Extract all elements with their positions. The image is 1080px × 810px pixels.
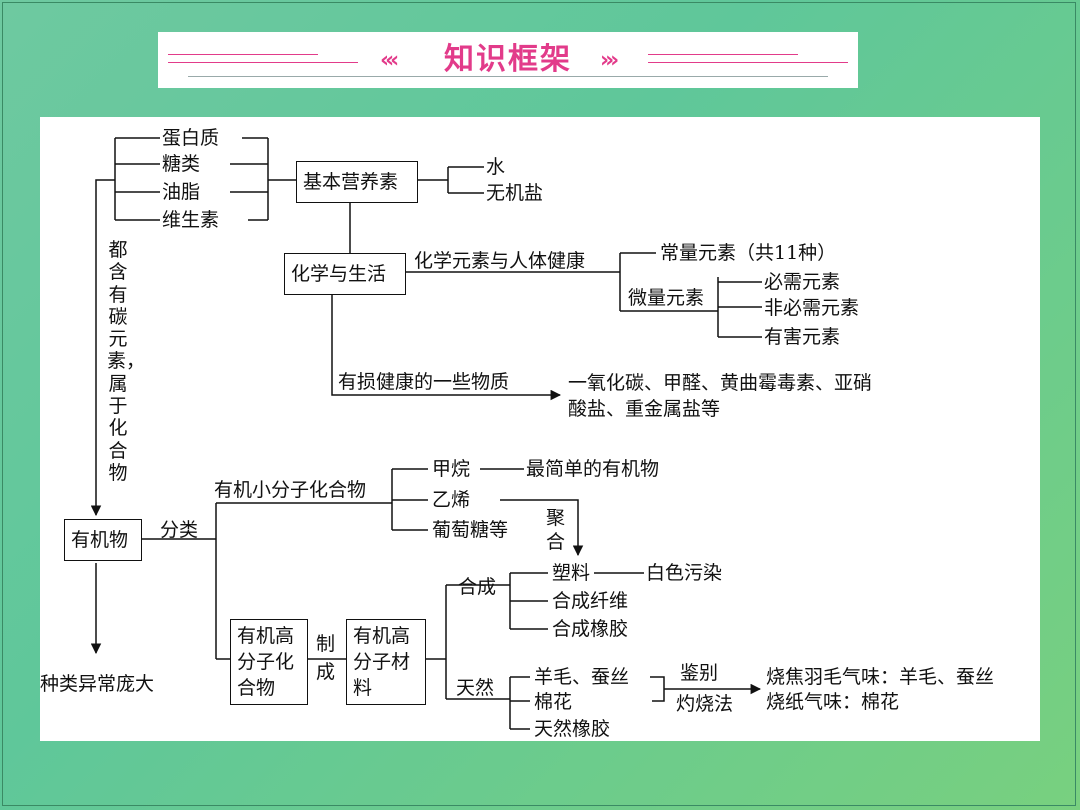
methane: 甲烷 [432,458,471,480]
banner-decor-line [168,62,358,63]
trace-essential: 必需元素 [764,271,841,293]
synthetic-label: 合成 [458,576,497,598]
polymerize-char2: 合 [546,531,566,553]
polymer-material-line2: 分子材 [353,651,411,673]
macro-elements: 常量元素（共11种） [660,242,837,264]
classify-label: 分类 [160,519,199,541]
basic-nutrients-label: 基本营养素 [303,171,399,193]
burn-result-paper: 烧纸气味：棉花 [766,691,900,713]
trace-nonessential: 非必需元素 [764,297,860,319]
harmful-list-line2: 酸盐、重金属盐等 [568,398,721,420]
burn-method-label: 灼烧法 [676,693,734,715]
nutrient-water: 水 [486,156,506,178]
chevrons-right-icon: ››› [600,48,619,73]
nutrient-oil: 油脂 [162,181,201,203]
natural-cotton: 棉花 [534,691,573,713]
make-char1: 制 [316,633,336,655]
banner-decor-line [648,54,798,55]
ethylene: 乙烯 [432,489,471,511]
polymer-material-line3: 料 [353,677,373,699]
connector-lines [90,137,1040,730]
polymer-compound-box: 有机高 分子化 合物 [230,619,308,705]
title-banner: ‹‹‹ 知识框架 ››› [158,32,858,88]
trace-harmful: 有害元素 [764,326,841,348]
burn-result-feather: 烧焦羽毛气味：羊毛、蚕丝 [766,666,995,688]
banner-decor-line [648,62,848,63]
page-title: 知识框架 [444,42,572,77]
elements-health-label: 化学元素与人体健康 [414,250,586,272]
synthetic-rubber: 合成橡胶 [552,618,629,640]
synthetic-fiber: 合成纤维 [552,590,629,612]
organic-label: 有机物 [71,529,129,551]
polymer-material-line1: 有机高 [353,625,411,647]
polymer-material-box: 有机高 分子材 料 [346,619,426,705]
nutrient-sugar: 糖类 [162,153,201,175]
methane-note: 最简单的有机物 [526,458,660,480]
natural-label: 天然 [456,677,495,699]
harmful-substances-label: 有损健康的一些物质 [338,371,510,393]
chem-life-box: 化学与生活 [284,253,406,295]
harmful-list-line1: 一氧化碳、甲醛、黄曲霉毒素、亚硝 [568,372,873,394]
polymer-compound-line3: 合物 [237,677,276,699]
banner-decor-line [168,54,318,55]
organic-box: 有机物 [64,519,142,561]
natural-wool-silk: 羊毛、蚕丝 [534,666,630,688]
polymer-compound-line2: 分子化 [237,651,295,673]
glucose: 葡萄糖等 [432,519,509,541]
nutrient-mineral: 无机盐 [486,182,544,204]
identify-label: 鉴别 [680,662,719,684]
chem-life-label: 化学与生活 [291,263,387,285]
natural-rubber: 天然橡胶 [534,718,611,740]
nutrient-protein: 蛋白质 [162,127,220,149]
polymer-compound-line1: 有机高 [237,625,295,647]
basic-nutrients-box: 基本营养素 [296,161,418,203]
knowledge-diagram: 蛋白质 糖类 油脂 维生素 基本营养素 水 无机盐 化学与生活 化学元素与人体健… [40,117,1040,741]
trace-elements: 微量元素 [628,287,705,309]
small-molecule-label: 有机小分子化合物 [214,479,367,501]
synthetic-plastic: 塑料 [552,562,591,584]
polymerize-char1: 聚 [546,507,566,529]
variety-label: 种类异常庞大 [40,673,155,695]
carbon-note: 都含有碳元素，属于化合物 [107,239,146,484]
chevrons-left-icon: ‹‹‹ [380,48,399,73]
banner-decor-line [188,76,828,77]
plastic-note: 白色污染 [646,562,723,584]
make-char2: 成 [316,661,336,683]
nutrient-vitamin: 维生素 [162,209,220,231]
